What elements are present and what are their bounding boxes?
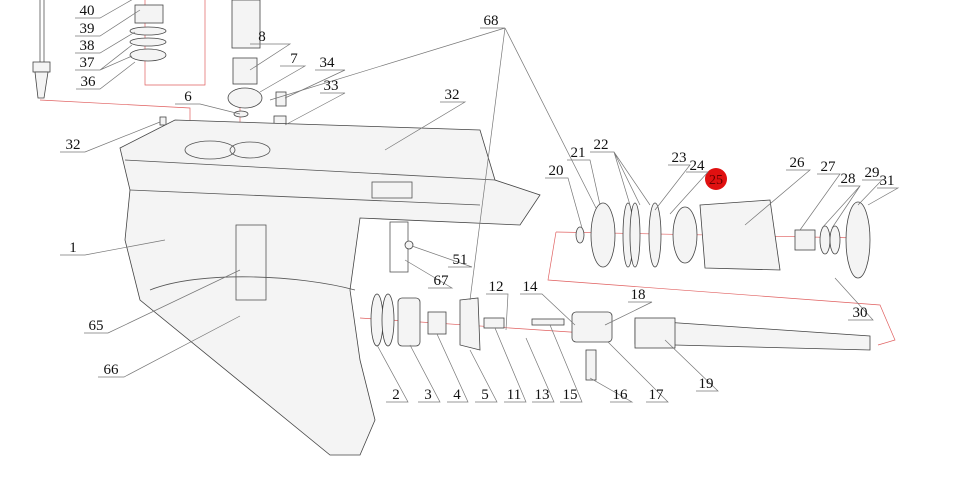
label-4[interactable]: 4	[453, 387, 461, 403]
label-37[interactable]: 37	[80, 55, 96, 71]
label-16[interactable]: 16	[613, 387, 629, 403]
label-39[interactable]: 39	[80, 21, 95, 37]
label-34[interactable]: 34	[320, 55, 336, 71]
label-7[interactable]: 7	[290, 51, 298, 67]
label-20[interactable]: 20	[549, 163, 564, 179]
label-40[interactable]: 40	[80, 3, 95, 19]
prop-shaft-assembly	[370, 293, 871, 381]
label-31[interactable]: 31	[880, 173, 895, 189]
label-3[interactable]: 3	[424, 387, 432, 403]
label-21[interactable]: 21	[571, 145, 586, 161]
label-22[interactable]: 22	[594, 137, 609, 153]
label-2[interactable]: 2	[392, 387, 400, 403]
highlight-marker-25[interactable]	[705, 168, 727, 190]
label-5[interactable]: 5	[481, 387, 489, 403]
label-27[interactable]: 27	[821, 159, 837, 175]
label-18[interactable]: 18	[631, 287, 646, 303]
label-15[interactable]: 15	[563, 387, 578, 403]
label-67[interactable]: 67	[434, 273, 450, 289]
label-24[interactable]: 24	[690, 158, 706, 174]
label-6[interactable]: 6	[184, 89, 192, 105]
label-8[interactable]: 8	[258, 29, 266, 45]
label-32-top[interactable]: 32	[445, 87, 460, 103]
label-68[interactable]: 68	[484, 13, 499, 29]
label-33[interactable]: 33	[324, 78, 339, 94]
label-12[interactable]: 12	[489, 279, 504, 295]
leader-lines	[60, 0, 900, 403]
label-14[interactable]: 14	[523, 279, 539, 295]
label-17[interactable]: 17	[649, 387, 665, 403]
water-tube	[32, 0, 51, 99]
label-1[interactable]: 1	[69, 240, 77, 256]
bearing-stack	[129, 4, 167, 62]
label-30[interactable]: 30	[853, 305, 868, 321]
label-32-left[interactable]: 32	[66, 137, 81, 153]
gearcase-housing	[119, 119, 541, 456]
label-65[interactable]: 65	[89, 318, 104, 334]
label-26[interactable]: 26	[790, 155, 806, 171]
label-36[interactable]: 36	[81, 74, 97, 90]
label-13[interactable]: 13	[535, 387, 550, 403]
bearing-carrier-assembly	[575, 168, 871, 279]
label-19[interactable]: 19	[699, 376, 714, 392]
label-11[interactable]: 11	[507, 387, 521, 403]
label-66[interactable]: 66	[104, 362, 120, 378]
part-labels: 40 39 38 37 36 8 7 34 33 6 32 32 68 1 65…	[66, 3, 895, 403]
label-38[interactable]: 38	[80, 38, 95, 54]
label-23[interactable]: 23	[672, 150, 687, 166]
label-29[interactable]: 29	[865, 165, 880, 181]
label-51[interactable]: 51	[453, 252, 468, 268]
drive-shaft	[227, 0, 263, 118]
label-28[interactable]: 28	[841, 171, 856, 187]
label-25[interactable]: 25	[709, 173, 723, 188]
